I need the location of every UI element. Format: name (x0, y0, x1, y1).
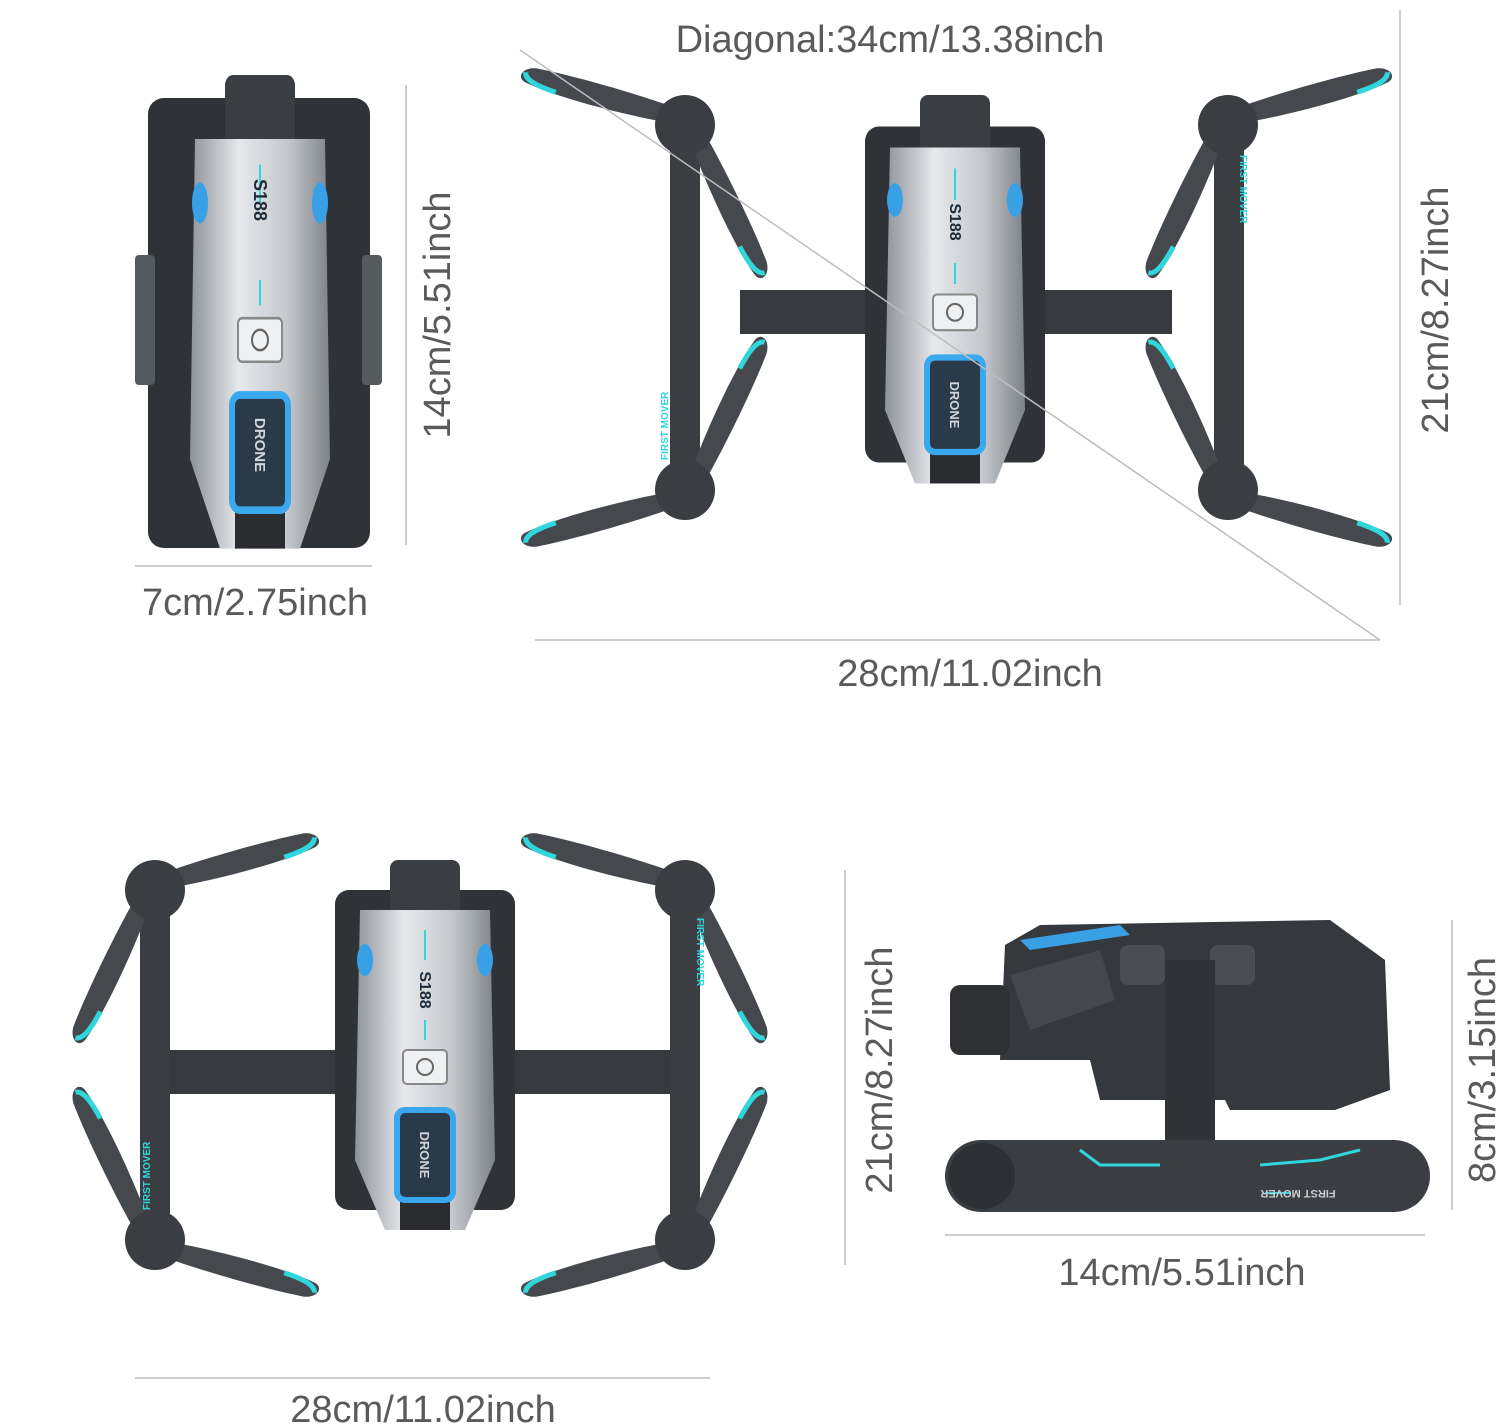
unfolded-drone-bottom-view: FIRST MOVER FIRST MOVER S188 DRONE (27, 781, 812, 1350)
model-label: S188 (946, 203, 963, 240)
folded-width-label: 7cm/2.75inch (142, 582, 368, 624)
folded-drone-top-view: S188 DRONE (135, 75, 382, 549)
unfolded-drone-top-view: FIRST MOVER FIRST MOVER S188 DRONE (519, 16, 1395, 600)
diagonal-line (519, 49, 1381, 641)
unfolded-height-label-bottom: 21cm/8.27inch (859, 946, 901, 1193)
drone-side-view: FIRST MOVER (945, 920, 1430, 1212)
unfolded-height-label-top: 21cm/8.27inch (1415, 186, 1457, 433)
side-height-label: 8cm/3.15inch (1462, 957, 1500, 1183)
arm-text: FIRST MOVER (1237, 155, 1248, 224)
unfolded-width-label-top: 28cm/11.02inch (837, 653, 1102, 695)
diagonal-label: Diagonal:34cm/13.38inch (676, 19, 1105, 61)
drone-label: DRONE (251, 418, 268, 472)
folded-height-label: 14cm/5.51inch (417, 191, 459, 438)
drone-label: DRONE (947, 382, 962, 429)
unfolded-width-label-bottom: 28cm/11.02inch (290, 1389, 555, 1428)
model-label: S188 (250, 179, 270, 221)
model-label: S188 (416, 971, 433, 1008)
arm-text: FIRST MOVER (660, 391, 671, 460)
arm-text: FIRST MOVER (1260, 1187, 1335, 1199)
drone-label: DRONE (417, 1132, 432, 1179)
arm-text: FIRST MOVER (142, 1141, 153, 1210)
side-length-label: 14cm/5.51inch (1058, 1252, 1305, 1294)
arm-text: FIRST MOVER (694, 918, 705, 987)
